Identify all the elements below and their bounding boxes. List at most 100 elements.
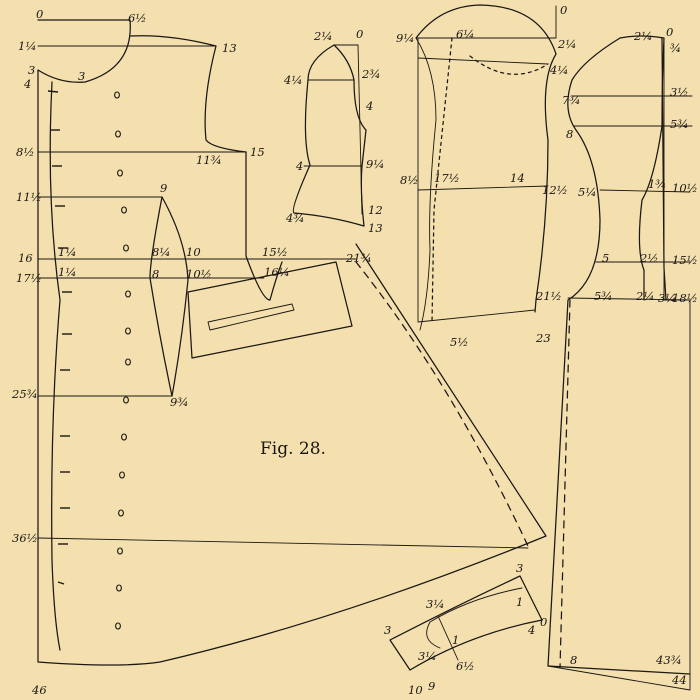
label: 17½ (16, 271, 42, 285)
label: 5¼ (578, 185, 596, 199)
label: 3 (78, 69, 85, 83)
label: 2¼ (313, 29, 332, 43)
label: 15 (250, 145, 265, 159)
label: 11¾ (196, 153, 222, 167)
label: 16¼ (264, 265, 290, 279)
label: 7¾ (562, 93, 580, 107)
labels-pocket-flap: 3 3¼ 1 4 0 3 1 3¼ 6½ 10 9 (384, 561, 547, 697)
label: 13 (368, 221, 383, 235)
label: 9 (160, 181, 167, 195)
labels-side-piece: 2¼ 0 4¼ 2¾ 4 4 9¼ 4¾ 12 13 (283, 27, 384, 235)
label: 0 (560, 3, 567, 17)
label: 3¼ (426, 597, 444, 611)
label: 16 (18, 251, 33, 265)
labels-back: 2¼ 0 ¾ 7¾ 3½ 8 5¾ 5¼ 1¾ 10½ 5 2½ 15½ 5¾ … (562, 25, 698, 687)
label: 9 (428, 679, 435, 693)
label: 3¼ (418, 649, 436, 663)
label: 46 (31, 683, 47, 697)
label: 9¼ (366, 157, 384, 171)
label: 6½ (128, 11, 146, 25)
label: 13 (222, 41, 237, 55)
label: 15½ (672, 253, 698, 267)
label: 21¾ (345, 251, 372, 265)
label: 5½ (450, 335, 468, 349)
dart (149, 196, 189, 397)
label: 1¼ (58, 265, 76, 279)
label: 2¼ (557, 37, 576, 51)
label: 44 (671, 673, 687, 687)
back-panel (547, 35, 693, 691)
label: 5¾ (670, 117, 688, 131)
label: 4 (23, 77, 31, 91)
label: 3 (28, 63, 35, 77)
label: 1¾ (648, 177, 666, 191)
label: 1 (452, 633, 459, 647)
label: 3 (516, 561, 523, 575)
front-outline (37, 19, 547, 666)
buttons (114, 91, 131, 630)
label: 3 (384, 623, 391, 637)
label: 10 (408, 683, 423, 697)
label: 4¼ (549, 63, 568, 77)
label: 5¾ (594, 289, 612, 303)
skirt-line (37, 537, 529, 549)
label: 18½ (672, 291, 698, 305)
labels-front: 0 6½ 1¼ 13 3 4 3 8½ 11¾ 15 11½ 9 16 1¼ 8… (11, 7, 372, 697)
label: ¾ (670, 41, 681, 55)
label: 9¼ (396, 31, 414, 45)
label: 2½ (639, 251, 658, 265)
label: 12½ (542, 183, 568, 197)
label: 8 (152, 267, 159, 281)
label: 21½ (535, 289, 562, 303)
sleeve (415, 4, 557, 331)
label: 8½ (16, 145, 34, 159)
label: 1¼ (18, 39, 36, 53)
label: 23 (535, 331, 551, 345)
label: 3¼ (658, 291, 676, 305)
label: 12 (368, 203, 383, 217)
front-panel (37, 19, 547, 666)
label: 17½ (434, 171, 460, 185)
label: 25¾ (11, 387, 38, 401)
label: 4 (365, 99, 373, 113)
label: 2¾ (361, 67, 380, 81)
label: 10½ (186, 267, 212, 281)
label: 8 (570, 653, 577, 667)
label: 3½ (670, 85, 688, 99)
front-inner-edge (49, 81, 61, 651)
buttonholes (47, 90, 72, 585)
label: 6¼ (456, 27, 474, 41)
label: 14 (510, 171, 525, 185)
label: 9¾ (170, 395, 188, 409)
label: 1 (516, 595, 523, 609)
label: 8¼ (152, 245, 170, 259)
label: 43¾ (655, 653, 682, 667)
label: 15½ (262, 245, 288, 259)
label: 10½ (672, 181, 698, 195)
label: 11½ (16, 190, 42, 204)
label: 2¼ (635, 289, 654, 303)
label: 2¼ (633, 29, 652, 43)
label: 8½ (400, 173, 418, 187)
label: 0 (36, 7, 43, 21)
label: 4 (295, 159, 303, 173)
label: 6½ (456, 659, 474, 673)
shoulder-seam (129, 35, 247, 153)
label: 10 (186, 245, 201, 259)
label: 4¾ (285, 211, 304, 225)
label: 0 (540, 615, 547, 629)
label: 0 (666, 25, 673, 39)
label: 0 (356, 27, 363, 41)
label: 8 (566, 127, 573, 141)
side-piece (292, 44, 367, 227)
label: 4¼ (283, 73, 302, 87)
pocket-flap (389, 575, 543, 671)
label: 5 (602, 251, 609, 265)
figure-caption: Fig. 28. (260, 439, 326, 459)
pocket-rect (187, 261, 353, 359)
label: 4 (527, 623, 535, 637)
label: 1¼ (58, 245, 76, 259)
skirt-dashed-seam (355, 261, 529, 547)
